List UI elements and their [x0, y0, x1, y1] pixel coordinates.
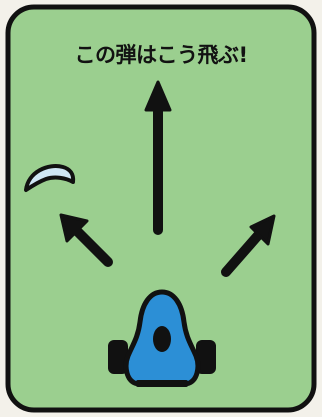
arrow-up-right-icon	[221, 214, 276, 277]
ship-icon	[108, 289, 216, 387]
ship-cockpit	[153, 326, 171, 352]
left-wheel	[108, 340, 128, 374]
arrow-up-icon	[144, 80, 172, 235]
panel-title: この弾はこう飛ぶ!	[74, 43, 248, 67]
arrow-up-left-icon	[59, 213, 113, 267]
crescent-bullet-icon	[24, 164, 76, 192]
right-wheel	[196, 340, 216, 374]
